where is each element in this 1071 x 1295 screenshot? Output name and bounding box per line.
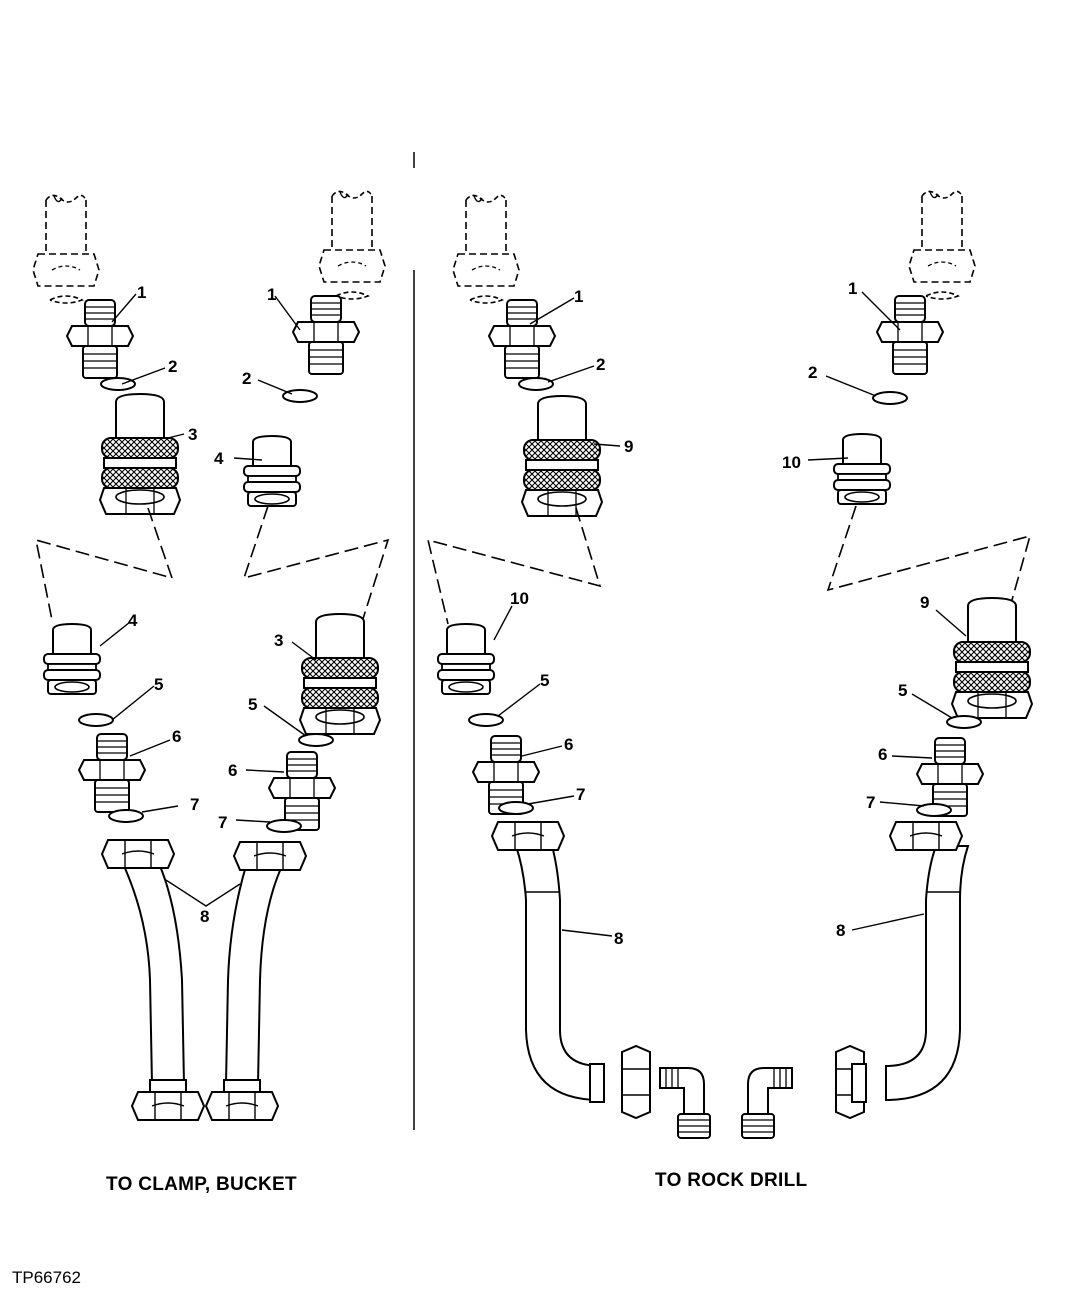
elbow-fitting (741, 1067, 793, 1139)
o-ring (78, 713, 114, 727)
callout-6: 6 (564, 735, 573, 754)
callout-7: 7 (190, 795, 199, 814)
quick-nipple (833, 433, 891, 505)
callout-2: 2 (596, 355, 605, 374)
callout-9: 9 (624, 437, 633, 456)
callout-5: 5 (540, 671, 549, 690)
callout-8: 8 (836, 921, 845, 940)
callout-8: 8 (200, 907, 209, 926)
o-ring (872, 391, 908, 405)
callout-4: 4 (128, 611, 138, 630)
quick-coupler (951, 597, 1033, 719)
callout-1: 1 (574, 287, 583, 306)
callout-10: 10 (510, 589, 529, 608)
o-ring (518, 377, 554, 391)
callout-3: 3 (188, 425, 197, 444)
adapter-fitting (268, 751, 336, 831)
callout-6: 6 (228, 761, 237, 780)
callout-8: 8 (614, 929, 623, 948)
quick-nipple (243, 435, 301, 507)
callout-7: 7 (218, 813, 227, 832)
caption-right: TO ROCK DRILL (655, 1170, 808, 1191)
callout-3: 3 (274, 631, 283, 650)
quick-nipple (437, 623, 495, 695)
callout-1: 1 (137, 283, 146, 302)
o-ring (266, 819, 302, 833)
port-phantom (32, 194, 100, 304)
hose-assembly (491, 821, 970, 1120)
adapter-fitting (292, 295, 360, 375)
adapter-fitting (488, 299, 556, 379)
caption-left: TO CLAMP, BUCKET (106, 1174, 297, 1195)
callout-4: 4 (214, 449, 224, 468)
quick-coupler (521, 395, 603, 517)
adapter-fitting (66, 299, 134, 379)
callout-2: 2 (168, 357, 177, 376)
callout-6: 6 (878, 745, 887, 764)
o-ring (498, 801, 534, 815)
port-phantom (908, 190, 976, 300)
quick-nipple (43, 623, 101, 695)
callout-10: 10 (782, 453, 801, 472)
figure-id: TP66762 (12, 1268, 81, 1287)
callout-2: 2 (808, 363, 817, 382)
callout-1: 1 (267, 285, 276, 304)
adapter-fitting (78, 733, 146, 813)
callout-9: 9 (920, 593, 929, 612)
o-ring (108, 809, 144, 823)
elbow-fitting (659, 1067, 711, 1139)
callout-1: 1 (848, 279, 857, 298)
callout-5: 5 (898, 681, 907, 700)
quick-coupler (299, 613, 381, 735)
hose-assembly (101, 839, 307, 1121)
o-ring (100, 377, 136, 391)
callout-7: 7 (576, 785, 585, 804)
callout-5: 5 (248, 695, 257, 714)
right-assembly: 1 2 9 1 2 10 10 9 5 5 6 6 7 7 8 8 (426, 190, 1033, 1139)
adapter-fitting (876, 295, 944, 375)
callout-7: 7 (866, 793, 875, 812)
callout-2: 2 (242, 369, 251, 388)
quick-coupler (99, 393, 181, 515)
left-assembly: 1 2 3 1 2 4 4 3 5 5 6 6 7 7 8 (32, 190, 390, 1121)
callout-6: 6 (172, 727, 181, 746)
port-phantom (318, 190, 386, 300)
o-ring (298, 733, 334, 747)
callout-5: 5 (154, 675, 163, 694)
port-phantom (452, 194, 520, 304)
